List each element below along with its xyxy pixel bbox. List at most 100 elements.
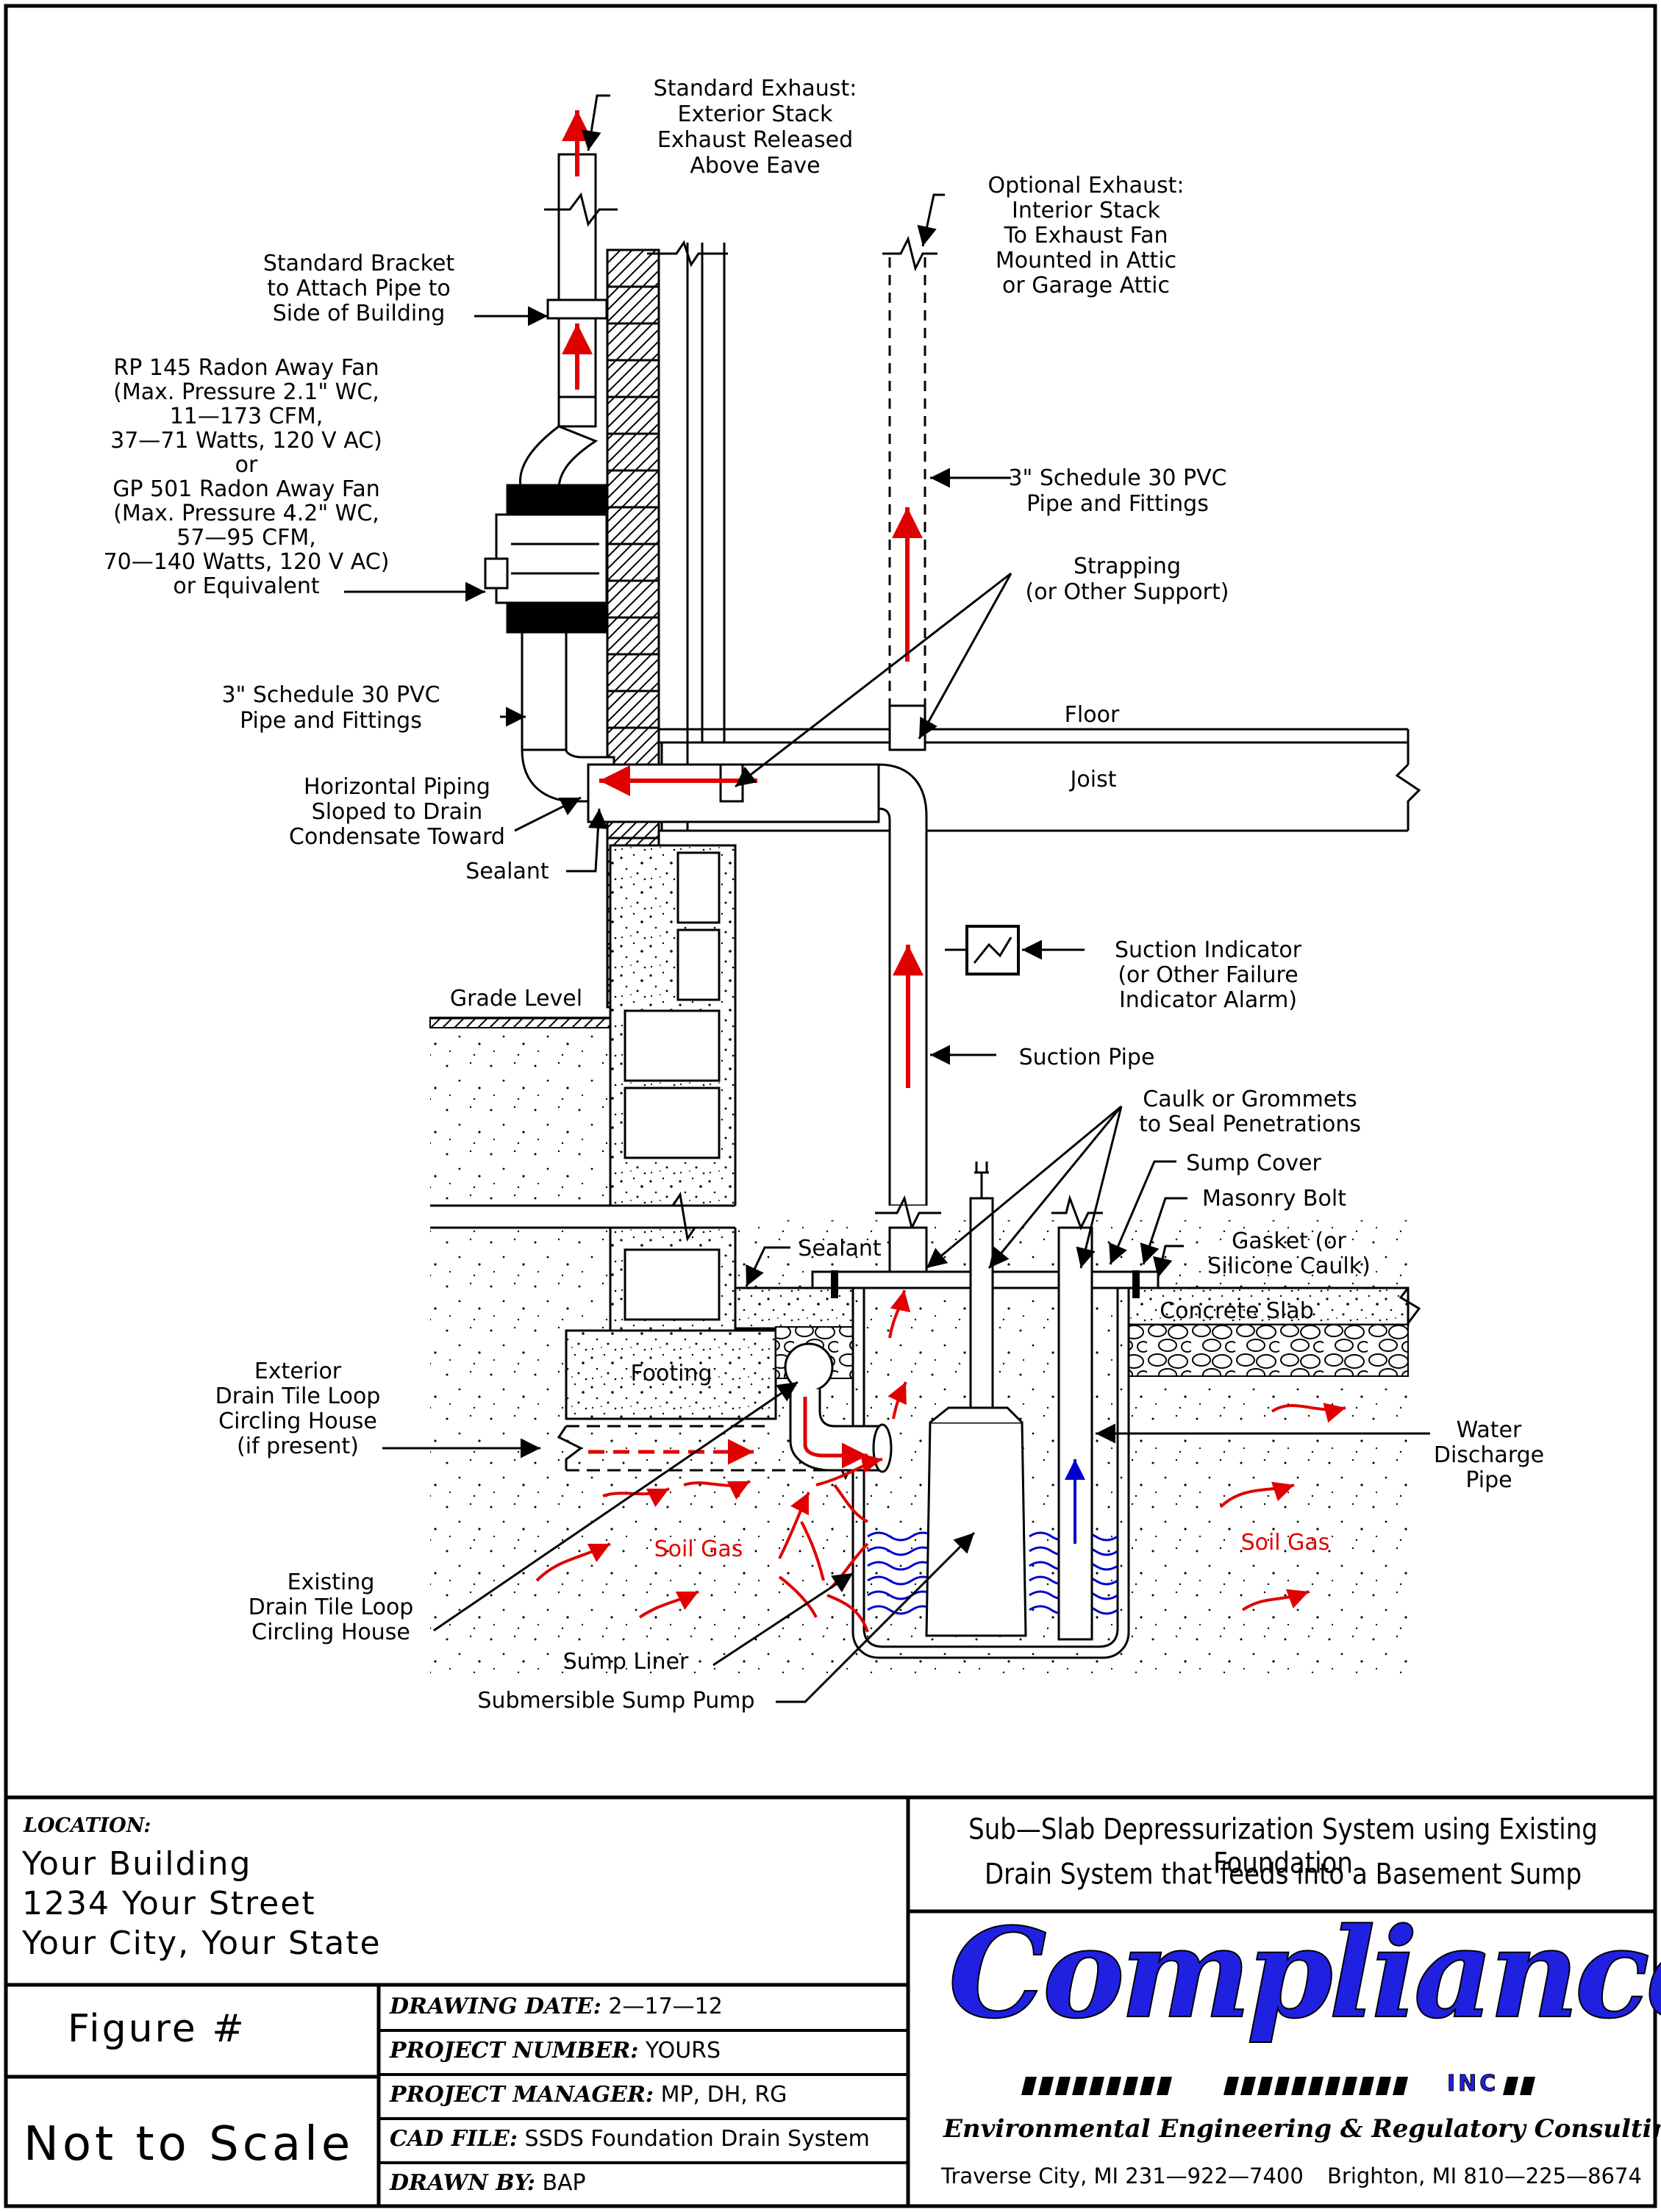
label-soil-gas-left: Soil Gas	[654, 1536, 743, 1562]
label-fan-10: or Equivalent	[173, 573, 320, 599]
location-line-2: 1234 Your Street	[22, 1885, 316, 1922]
office-brighton: Brighton, MI 810—225—8674	[1327, 2163, 1642, 2188]
label-exterior-drain-4: (if present)	[237, 1433, 359, 1459]
field-drawn-by: DRAWN BY: BAP	[390, 2170, 586, 2196]
label-standard-exhaust-2: Exterior Stack	[678, 101, 834, 127]
label-fan-1: RP 145 Radon Away Fan	[113, 355, 379, 381]
label-caulk-1: Caulk or Grommets	[1143, 1087, 1357, 1112]
label-optional-exhaust-1: Optional Exhaust:	[988, 173, 1185, 198]
label-pvc-right-2: Pipe and Fittings	[1026, 491, 1209, 517]
label-fan-2: (Max. Pressure 2.1" WC,	[113, 379, 379, 405]
label-horizontal-piping-2: Sloped to Drain	[312, 799, 483, 825]
discharge-pipe	[1057, 1226, 1093, 1641]
label-fan-9: 70—140 Watts, 120 V AC)	[104, 549, 390, 575]
leader-lines	[344, 94, 1430, 1703]
diagram-labels: Standard Exhaust: Exterior Stack Exhaust…	[104, 76, 1545, 1714]
label-optional-exhaust-5: or Garage Attic	[1002, 273, 1170, 298]
logo-tagline: Environmental Engineering & Regulatory C…	[943, 2114, 1661, 2144]
field-drawing-date-key: DRAWING DATE:	[390, 1994, 601, 2019]
label-pvc-right-1: 3" Schedule 30 PVC	[1008, 465, 1226, 491]
label-masonry-bolt: Masonry Bolt	[1202, 1186, 1346, 1211]
label-existing-drain-1: Existing	[287, 1569, 375, 1595]
interior-stack	[888, 257, 926, 735]
field-cad-file-value: SSDS Foundation Drain System	[524, 2126, 870, 2152]
label-sump-pump: Submersible Sump Pump	[477, 1688, 754, 1714]
label-exterior-drain-2: Drain Tile Loop	[215, 1384, 381, 1409]
label-standard-exhaust-4: Above Eave	[690, 153, 820, 179]
label-grade-level: Grade Level	[450, 986, 582, 1012]
label-sump-liner: Sump Liner	[563, 1649, 689, 1675]
label-suction-indicator-3: Indicator Alarm)	[1119, 987, 1297, 1013]
label-strapping-1: Strapping	[1074, 554, 1181, 579]
footing	[565, 1329, 777, 1420]
label-pvc-left-1: 3" Schedule 30 PVC	[221, 682, 440, 708]
field-project-number-key: PROJECT NUMBER:	[390, 2038, 639, 2064]
label-standard-exhaust-1: Standard Exhaust:	[654, 76, 857, 101]
drawing-title-line-1: Sub—Slab Depressurization System using E…	[968, 1813, 1598, 1880]
field-cad-file-key: CAD FILE:	[390, 2126, 518, 2152]
label-existing-drain-3: Circling House	[251, 1619, 410, 1645]
label-footing: Footing	[630, 1361, 712, 1386]
label-bracket-3: Side of Building	[273, 301, 446, 326]
label-bracket-2: to Attach Pipe to	[267, 276, 451, 301]
label-sump-cover: Sump Cover	[1186, 1150, 1321, 1176]
label-exterior-drain-3: Circling House	[218, 1409, 377, 1434]
label-strapping-2: (or Other Support)	[1026, 579, 1229, 605]
exterior-stack	[484, 153, 615, 803]
field-drawing-date-value: 2—17—12	[608, 1994, 723, 2019]
location-heading: LOCATION:	[24, 1814, 151, 1837]
scale-note: Not to Scale	[24, 2117, 354, 2172]
label-suction-pipe: Suction Pipe	[1019, 1045, 1155, 1070]
label-joist: Joist	[1069, 767, 1117, 792]
field-drawn-by-value: BAP	[542, 2170, 586, 2196]
field-project-manager: PROJECT MANAGER: MP, DH, RG	[390, 2082, 787, 2108]
label-water-discharge-3: Pipe	[1465, 1467, 1512, 1493]
label-water-discharge-2: Discharge	[1434, 1442, 1544, 1468]
label-suction-indicator-2: (or Other Failure	[1118, 962, 1298, 988]
label-standard-exhaust-3: Exhaust Released	[657, 127, 853, 153]
label-floor: Floor	[1065, 702, 1120, 728]
field-project-number: PROJECT NUMBER: YOURS	[390, 2038, 721, 2064]
figure-number: Figure #	[68, 2007, 246, 2051]
field-drawn-by-key: DRAWN BY:	[390, 2170, 535, 2196]
field-project-manager-key: PROJECT MANAGER:	[390, 2082, 654, 2108]
label-caulk-2: to Seal Penetrations	[1139, 1112, 1361, 1137]
label-exterior-drain-1: Exterior	[254, 1359, 342, 1384]
label-concrete-slab: Concrete Slab	[1160, 1298, 1314, 1324]
field-cad-file: CAD FILE: SSDS Foundation Drain System	[390, 2126, 870, 2152]
title-block-frame	[6, 1795, 1655, 2206]
label-optional-exhaust-3: To Exhaust Fan	[1003, 223, 1168, 248]
field-drawing-date: DRAWING DATE: 2—17—12	[390, 1994, 723, 2019]
location-line-3: Your City, Your State	[22, 1925, 382, 1962]
sump-pump	[925, 1421, 1027, 1637]
label-existing-drain-2: Drain Tile Loop	[249, 1594, 414, 1620]
label-sealant-lower: Sealant	[798, 1236, 882, 1261]
label-fan-6: GP 501 Radon Away Fan	[112, 476, 380, 502]
label-suction-indicator-1: Suction Indicator	[1115, 937, 1302, 963]
office-traverse-city: Traverse City, MI 231—922—7400	[941, 2163, 1304, 2188]
label-horizontal-piping-1: Horizontal Piping	[304, 774, 490, 800]
logo-stripes	[1021, 2077, 1535, 2095]
label-fan-8: 57—95 CFM,	[176, 525, 316, 551]
logo-inc: INC	[1446, 2071, 1499, 2097]
label-optional-exhaust-4: Mounted in Attic	[996, 248, 1176, 273]
label-fan-5: or	[235, 452, 258, 478]
label-soil-gas-right: Soil Gas	[1241, 1530, 1330, 1556]
field-project-manager-value: MP, DH, RG	[660, 2082, 787, 2108]
drain-tile	[784, 1342, 834, 1392]
label-horizontal-piping-3: Condensate Toward	[289, 824, 505, 850]
label-fan-4: 37—71 Watts, 120 V AC)	[110, 428, 382, 454]
drawing-title-line-2: Drain System that feeds into a Basement …	[984, 1858, 1582, 1891]
label-water-discharge-1: Water	[1457, 1417, 1522, 1443]
suction-indicator	[965, 925, 1020, 976]
label-optional-exhaust-2: Interior Stack	[1012, 198, 1161, 223]
sump-liner	[851, 1288, 1130, 1659]
label-bracket-1: Standard Bracket	[263, 251, 455, 276]
label-fan-3: 11—173 CFM,	[170, 404, 324, 429]
label-sealant-upper: Sealant	[465, 859, 549, 884]
label-gasket-1: Gasket (or	[1232, 1228, 1346, 1254]
company-logo: Compliance	[948, 1900, 1661, 2046]
label-pvc-left-2: Pipe and Fittings	[240, 708, 422, 734]
